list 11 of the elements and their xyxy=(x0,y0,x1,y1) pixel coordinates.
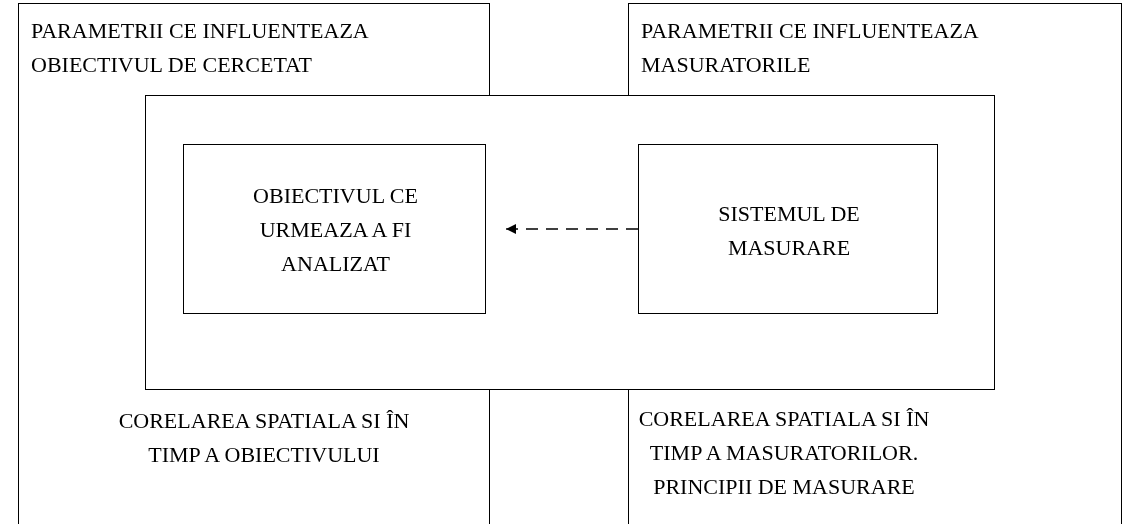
process-box xyxy=(638,144,938,314)
frame-caption: CORELAREA SPATIALA SI ÎN TIMP A MASURATORILOR. PRINCIPII DE MASURARE xyxy=(637,405,931,501)
arrow xyxy=(505,224,639,234)
frame-caption: CORELAREA SPATIALA SI ÎN TIMP A OBIECTIVULUI xyxy=(117,407,411,469)
box-label: SISTEMUL DE MASURARE xyxy=(717,200,861,262)
process-box xyxy=(183,144,486,314)
frame-heading: PARAMETRII CE INFLUENTEAZA MASURATORILE xyxy=(641,17,980,79)
frame xyxy=(18,3,490,524)
frame-heading: PARAMETRII CE INFLUENTEAZA OBIECTIVUL DE CERCETAT xyxy=(31,17,370,79)
box-label: OBIECTIVUL CE URMEAZA A FI ANALIZAT xyxy=(252,182,419,278)
frame xyxy=(628,3,1122,524)
